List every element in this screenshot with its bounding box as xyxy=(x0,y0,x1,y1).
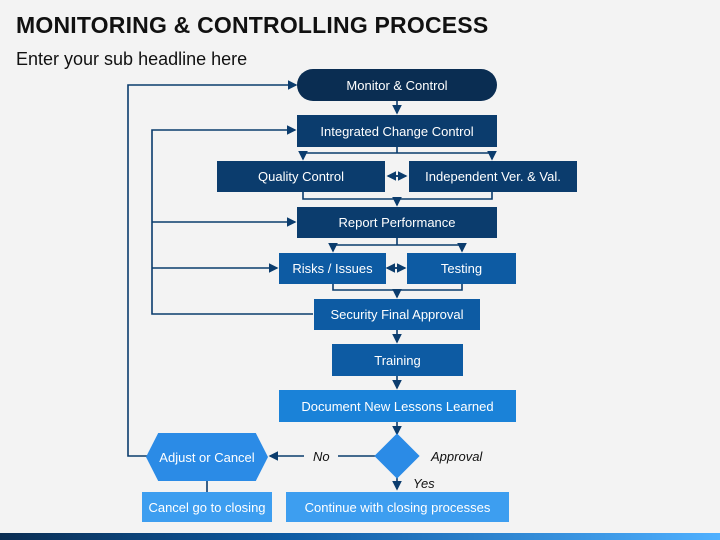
risks-issues-node: Risks / Issues xyxy=(279,253,386,284)
yes-label: Yes xyxy=(413,476,435,491)
testing-label: Testing xyxy=(440,261,483,276)
continue-closing-node: Continue with closing processes xyxy=(286,492,509,522)
independent-ver-val-node: Independent Ver. & Val. xyxy=(409,161,577,192)
testing-node: Testing xyxy=(407,253,516,284)
integrated-change-control-label: Integrated Change Control xyxy=(320,123,474,139)
integrated-change-control-node: Integrated Change Control xyxy=(297,115,497,147)
page-title: MONITORING & CONTROLLING PROCESS xyxy=(16,12,489,38)
page-subtitle: Enter your sub headline here xyxy=(16,49,248,69)
no-label: No xyxy=(313,449,330,464)
risks-issues-label: Risks / Issues xyxy=(292,261,373,276)
document-lessons-node: Document New Lessons Learned xyxy=(279,390,516,422)
feedback-loop-outer xyxy=(127,80,298,457)
approval-label: Approval xyxy=(431,449,483,464)
cancel-closing-node: Cancel go to closing xyxy=(142,492,272,522)
security-final-approval-label: Security Final Approval xyxy=(330,307,464,322)
security-final-approval-node: Security Final Approval xyxy=(314,299,480,330)
footer-bar xyxy=(0,533,720,540)
training-label: Training xyxy=(374,352,421,368)
split-icc xyxy=(302,147,493,159)
adjust-or-cancel-label: Adjust or Cancel xyxy=(159,449,255,465)
quality-control-label: Quality Control xyxy=(258,169,344,184)
continue-closing-label: Continue with closing processes xyxy=(304,499,491,515)
adjust-or-cancel-node: Adjust or Cancel xyxy=(146,433,268,481)
report-performance-label: Report Performance xyxy=(338,215,456,230)
report-performance-node: Report Performance xyxy=(297,207,497,238)
split-report xyxy=(332,238,463,251)
monitor-control-node: Monitor & Control xyxy=(297,69,497,101)
monitor-control-label: Monitor & Control xyxy=(346,77,448,93)
document-lessons-label: Document New Lessons Learned xyxy=(301,398,494,414)
cancel-closing-label: Cancel go to closing xyxy=(148,499,266,515)
independent-ver-val-label: Independent Ver. & Val. xyxy=(425,169,561,184)
training-node: Training xyxy=(332,344,463,376)
quality-control-node: Quality Control xyxy=(217,161,385,192)
